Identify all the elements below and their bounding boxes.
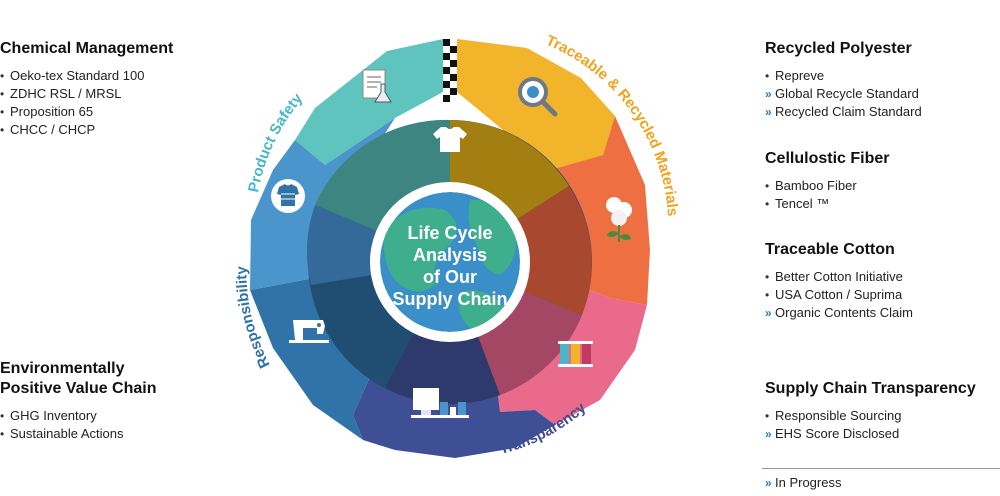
list-item: »Recycled Claim Standard: [765, 104, 922, 119]
list-item: •Responsible Sourcing: [765, 408, 902, 423]
legend-divider: [762, 468, 1000, 469]
list-item: •Proposition 65: [0, 104, 94, 119]
legend: »In Progress: [765, 474, 841, 492]
list-item: •GHG Inventory: [0, 408, 97, 423]
list-item: •Tencel ™: [765, 196, 830, 211]
center-line-1: Life Cycle: [407, 223, 492, 243]
legend-text: In Progress: [775, 475, 842, 490]
recycled-polyester-section: Recycled Polyester •Repreve »Global Recy…: [765, 39, 922, 121]
magnifier-icon: [518, 77, 558, 117]
section-title: Recycled Polyester: [765, 40, 912, 57]
chemical-management-section: Chemical Management •Oeko-tex Standard 1…: [0, 39, 173, 139]
checker-flag-icon: [443, 39, 457, 102]
chemical-list: •Oeko-tex Standard 100 •ZDHC RSL / MRSL …: [0, 67, 173, 139]
center-line-2: Analysis: [413, 245, 487, 265]
list-item: »Organic Contents Claim: [765, 305, 913, 320]
cotton-list: •Better Cotton Initiative •USA Cotton / …: [765, 268, 913, 322]
list-item: •Repreve: [765, 68, 825, 83]
thread-spools-icon: [558, 341, 593, 367]
legend-marker: »: [765, 476, 772, 490]
factory-machine-icon: [411, 388, 469, 418]
list-item: •Bamboo Fiber: [765, 178, 857, 193]
section-title: Chemical Management: [0, 40, 174, 57]
list-item: •Oeko-tex Standard 100: [0, 68, 145, 83]
tshirt-icon: [433, 127, 467, 152]
cellulostic-list: •Bamboo Fiber •Tencel ™: [765, 177, 889, 213]
segment-product-safety: [295, 39, 443, 165]
list-item: •Sustainable Actions: [0, 426, 124, 441]
list-item: •ZDHC RSL / MRSL: [0, 86, 122, 101]
environment-section: Environmentally Positive Value Chain •GH…: [0, 359, 157, 443]
list-item: »Global Recycle Standard: [765, 86, 919, 101]
transparency-list: •Responsible Sourcing »EHS Score Disclos…: [765, 407, 976, 443]
list-item: •Better Cotton Initiative: [765, 269, 903, 284]
segment-responsibility: [250, 275, 415, 440]
cotton-plant-icon: [606, 197, 632, 242]
center-line-4: Supply Chain: [392, 289, 507, 309]
list-item: »EHS Score Disclosed: [765, 426, 900, 441]
life-cycle-diagram: Life Cycle Analysis of Our Supply Chain: [233, 32, 681, 458]
cellulostic-fiber-section: Cellulostic Fiber •Bamboo Fiber •Tencel …: [765, 149, 889, 213]
center-line-3: of Our: [423, 267, 477, 287]
sweater-icon: [271, 179, 305, 213]
section-title: Cellulostic Fiber: [765, 150, 890, 167]
polyester-list: •Repreve »Global Recycle Standard »Recyc…: [765, 67, 922, 121]
section-title: Supply Chain Transparency: [765, 380, 976, 397]
list-item: •CHCC / CHCP: [0, 122, 96, 137]
supply-chain-transparency-section: Supply Chain Transparency •Responsible S…: [765, 379, 976, 443]
section-title: Traceable Cotton: [765, 241, 895, 258]
traceable-cotton-section: Traceable Cotton •Better Cotton Initiati…: [765, 240, 913, 322]
sewing-machine-icon: [289, 320, 329, 343]
environment-list: •GHG Inventory •Sustainable Actions: [0, 407, 157, 443]
center-hub: Life Cycle Analysis of Our Supply Chain: [370, 182, 530, 342]
section-title: Environmentally Positive Value Chain: [0, 360, 157, 397]
list-item: •USA Cotton / Suprima: [765, 287, 903, 302]
document-flask-icon: [362, 69, 392, 103]
